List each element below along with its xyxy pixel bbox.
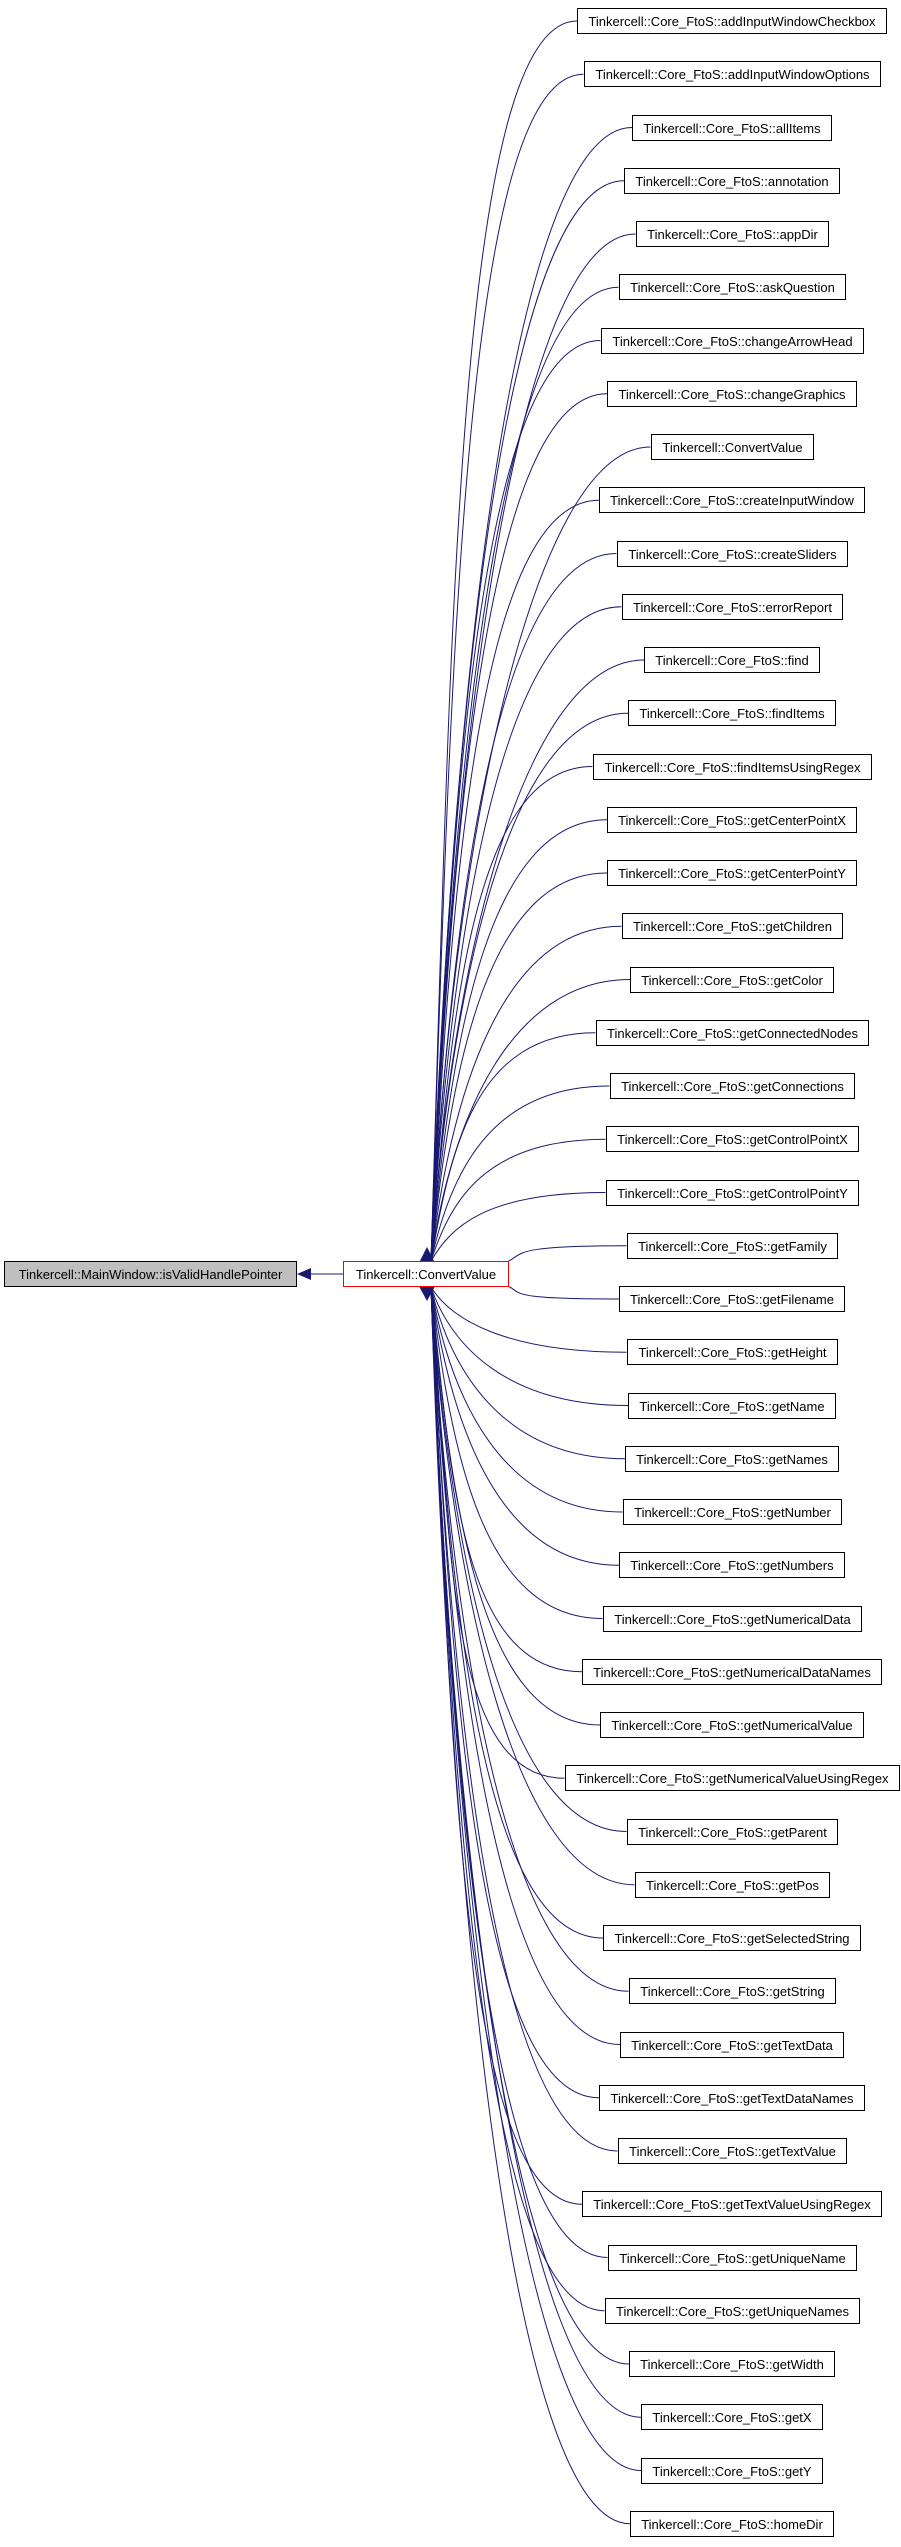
caller-node[interactable]: Tinkercell::Core_FtoS::askQuestion <box>619 274 846 300</box>
caller-node[interactable]: Tinkercell::Core_FtoS::errorReport <box>622 594 843 620</box>
call-edge <box>430 766 593 1262</box>
caller-node[interactable]: Tinkercell::Core_FtoS::homeDir <box>630 2511 834 2537</box>
call-edge <box>430 1286 642 2418</box>
call-edge <box>430 286 619 1262</box>
caller-node[interactable]: Tinkercell::Core_FtoS::getParent <box>627 1819 838 1845</box>
caller-node[interactable]: Tinkercell::Core_FtoS::getTextData <box>620 2032 844 2058</box>
caller-node[interactable]: Tinkercell::Core_FtoS::getNumericalValue <box>600 1712 864 1738</box>
caller-node[interactable]: Tinkercell::Core_FtoS::findItemsUsingReg… <box>593 754 872 780</box>
call-edge <box>430 1286 603 1619</box>
caller-node[interactable]: Tinkercell::Core_FtoS::getHeight <box>627 1339 838 1365</box>
center-node[interactable]: Tinkercell::ConvertValue <box>343 1261 509 1287</box>
call-edge <box>430 1286 601 1726</box>
call-edge <box>430 1286 618 2152</box>
call-edge <box>430 1286 627 1832</box>
call-edge <box>430 606 622 1262</box>
caller-node[interactable]: Tinkercell::Core_FtoS::getControlPointX <box>606 1126 859 1152</box>
call-edge <box>430 1286 600 2099</box>
caller-node[interactable]: Tinkercell::Core_FtoS::createInputWindow <box>599 487 865 513</box>
caller-node[interactable]: Tinkercell::Core_FtoS::getNumericalData <box>603 1606 862 1632</box>
call-edge <box>430 233 636 1262</box>
call-edge <box>430 340 601 1262</box>
caller-node[interactable]: Tinkercell::Core_FtoS::annotation <box>624 168 840 194</box>
call-edge <box>430 1286 621 2045</box>
caller-node[interactable]: Tinkercell::Core_FtoS::getConnectedNodes <box>596 1020 869 1046</box>
call-edge <box>430 1286 623 1513</box>
caller-node[interactable]: Tinkercell::Core_FtoS::getNames <box>625 1446 839 1472</box>
caller-node[interactable]: Tinkercell::ConvertValue <box>651 434 814 460</box>
call-edge <box>430 1286 604 1939</box>
caller-node[interactable]: Tinkercell::Core_FtoS::getNumbers <box>619 1552 845 1578</box>
call-edge <box>430 819 608 1262</box>
caller-node[interactable]: Tinkercell::Core_FtoS::getWidth <box>629 2351 835 2377</box>
call-edge <box>430 553 617 1262</box>
caller-node[interactable]: Tinkercell::Core_FtoS::getY <box>641 2458 823 2484</box>
caller-node[interactable]: Tinkercell::Core_FtoS::getPos <box>635 1872 830 1898</box>
call-edge <box>430 712 629 1262</box>
caller-node[interactable]: Tinkercell::Core_FtoS::getUniqueNames <box>605 2298 860 2324</box>
call-edge <box>430 393 608 1262</box>
root-arrowhead <box>297 1268 311 1280</box>
caller-node[interactable]: Tinkercell::Core_FtoS::createSliders <box>617 541 848 567</box>
caller-node[interactable]: Tinkercell::Core_FtoS::getCenterPointX <box>607 807 857 833</box>
call-edge <box>430 1286 626 1460</box>
caller-node[interactable]: Tinkercell::Core_FtoS::getString <box>629 1978 836 2004</box>
root-node[interactable]: Tinkercell::MainWindow::isValidHandlePoi… <box>4 1261 297 1287</box>
caller-node[interactable]: Tinkercell::Core_FtoS::getControlPointY <box>606 1180 859 1206</box>
call-edge <box>430 20 578 1262</box>
caller-node[interactable]: Tinkercell::Core_FtoS::find <box>644 647 820 673</box>
call-edge <box>430 180 625 1262</box>
call-edge <box>504 1245 627 1264</box>
caller-node[interactable]: Tinkercell::Core_FtoS::getTextValueUsing… <box>582 2191 882 2217</box>
caller-node[interactable]: Tinkercell::Core_FtoS::changeGraphics <box>607 381 857 407</box>
caller-node[interactable]: Tinkercell::Core_FtoS::getFilename <box>619 1286 845 1312</box>
call-edge <box>430 127 633 1262</box>
caller-node[interactable]: Tinkercell::Core_FtoS::getNumericalDataN… <box>582 1659 882 1685</box>
caller-node[interactable]: Tinkercell::Core_FtoS::getNumber <box>623 1499 842 1525</box>
caller-node[interactable]: Tinkercell::Core_FtoS::getFamily <box>627 1233 838 1259</box>
call-edge <box>430 1032 596 1262</box>
call-edge <box>430 1286 620 1566</box>
call-edge <box>430 1286 631 2525</box>
caller-node[interactable]: Tinkercell::Core_FtoS::getTextValue <box>618 2138 847 2164</box>
caller-node[interactable]: Tinkercell::Core_FtoS::getUniqueName <box>608 2245 857 2271</box>
call-edge <box>430 872 608 1262</box>
call-edge <box>504 1284 620 1300</box>
caller-node[interactable]: Tinkercell::Core_FtoS::addInputWindowOpt… <box>584 61 881 87</box>
call-edge <box>430 1286 629 1406</box>
caller-node[interactable]: Tinkercell::Core_FtoS::getName <box>628 1393 836 1419</box>
call-edge <box>430 925 622 1262</box>
caller-node[interactable]: Tinkercell::Core_FtoS::allItems <box>632 115 832 141</box>
call-edge <box>430 1286 642 2471</box>
call-edge <box>430 1286 627 1353</box>
caller-node[interactable]: Tinkercell::Core_FtoS::changeArrowHead <box>601 328 864 354</box>
call-edge <box>430 979 631 1262</box>
caller-node[interactable]: Tinkercell::Core_FtoS::getConnections <box>610 1073 855 1099</box>
caller-node[interactable]: Tinkercell::Core_FtoS::getColor <box>630 967 834 993</box>
call-edge <box>430 1286 635 1886</box>
call-edge <box>430 499 600 1262</box>
caller-node[interactable]: Tinkercell::Core_FtoS::appDir <box>636 221 829 247</box>
call-edge <box>430 1138 606 1262</box>
call-edge <box>430 1192 606 1262</box>
caller-node[interactable]: Tinkercell::Core_FtoS::getSelectedString <box>603 1925 861 1951</box>
caller-node[interactable]: Tinkercell::Core_FtoS::addInputWindowChe… <box>577 8 887 34</box>
call-edge <box>430 1085 610 1262</box>
call-edge <box>430 73 584 1262</box>
caller-node[interactable]: Tinkercell::Core_FtoS::getChildren <box>622 913 843 939</box>
caller-node[interactable]: Tinkercell::Core_FtoS::getX <box>641 2404 823 2430</box>
caller-node[interactable]: Tinkercell::Core_FtoS::findItems <box>628 700 836 726</box>
caller-node[interactable]: Tinkercell::Core_FtoS::getNumericalValue… <box>565 1765 900 1791</box>
caller-node[interactable]: Tinkercell::Core_FtoS::getTextDataNames <box>599 2085 865 2111</box>
edges-group <box>297 20 651 2525</box>
caller-node[interactable]: Tinkercell::Core_FtoS::getCenterPointY <box>607 860 857 886</box>
call-edge <box>430 1286 629 1992</box>
